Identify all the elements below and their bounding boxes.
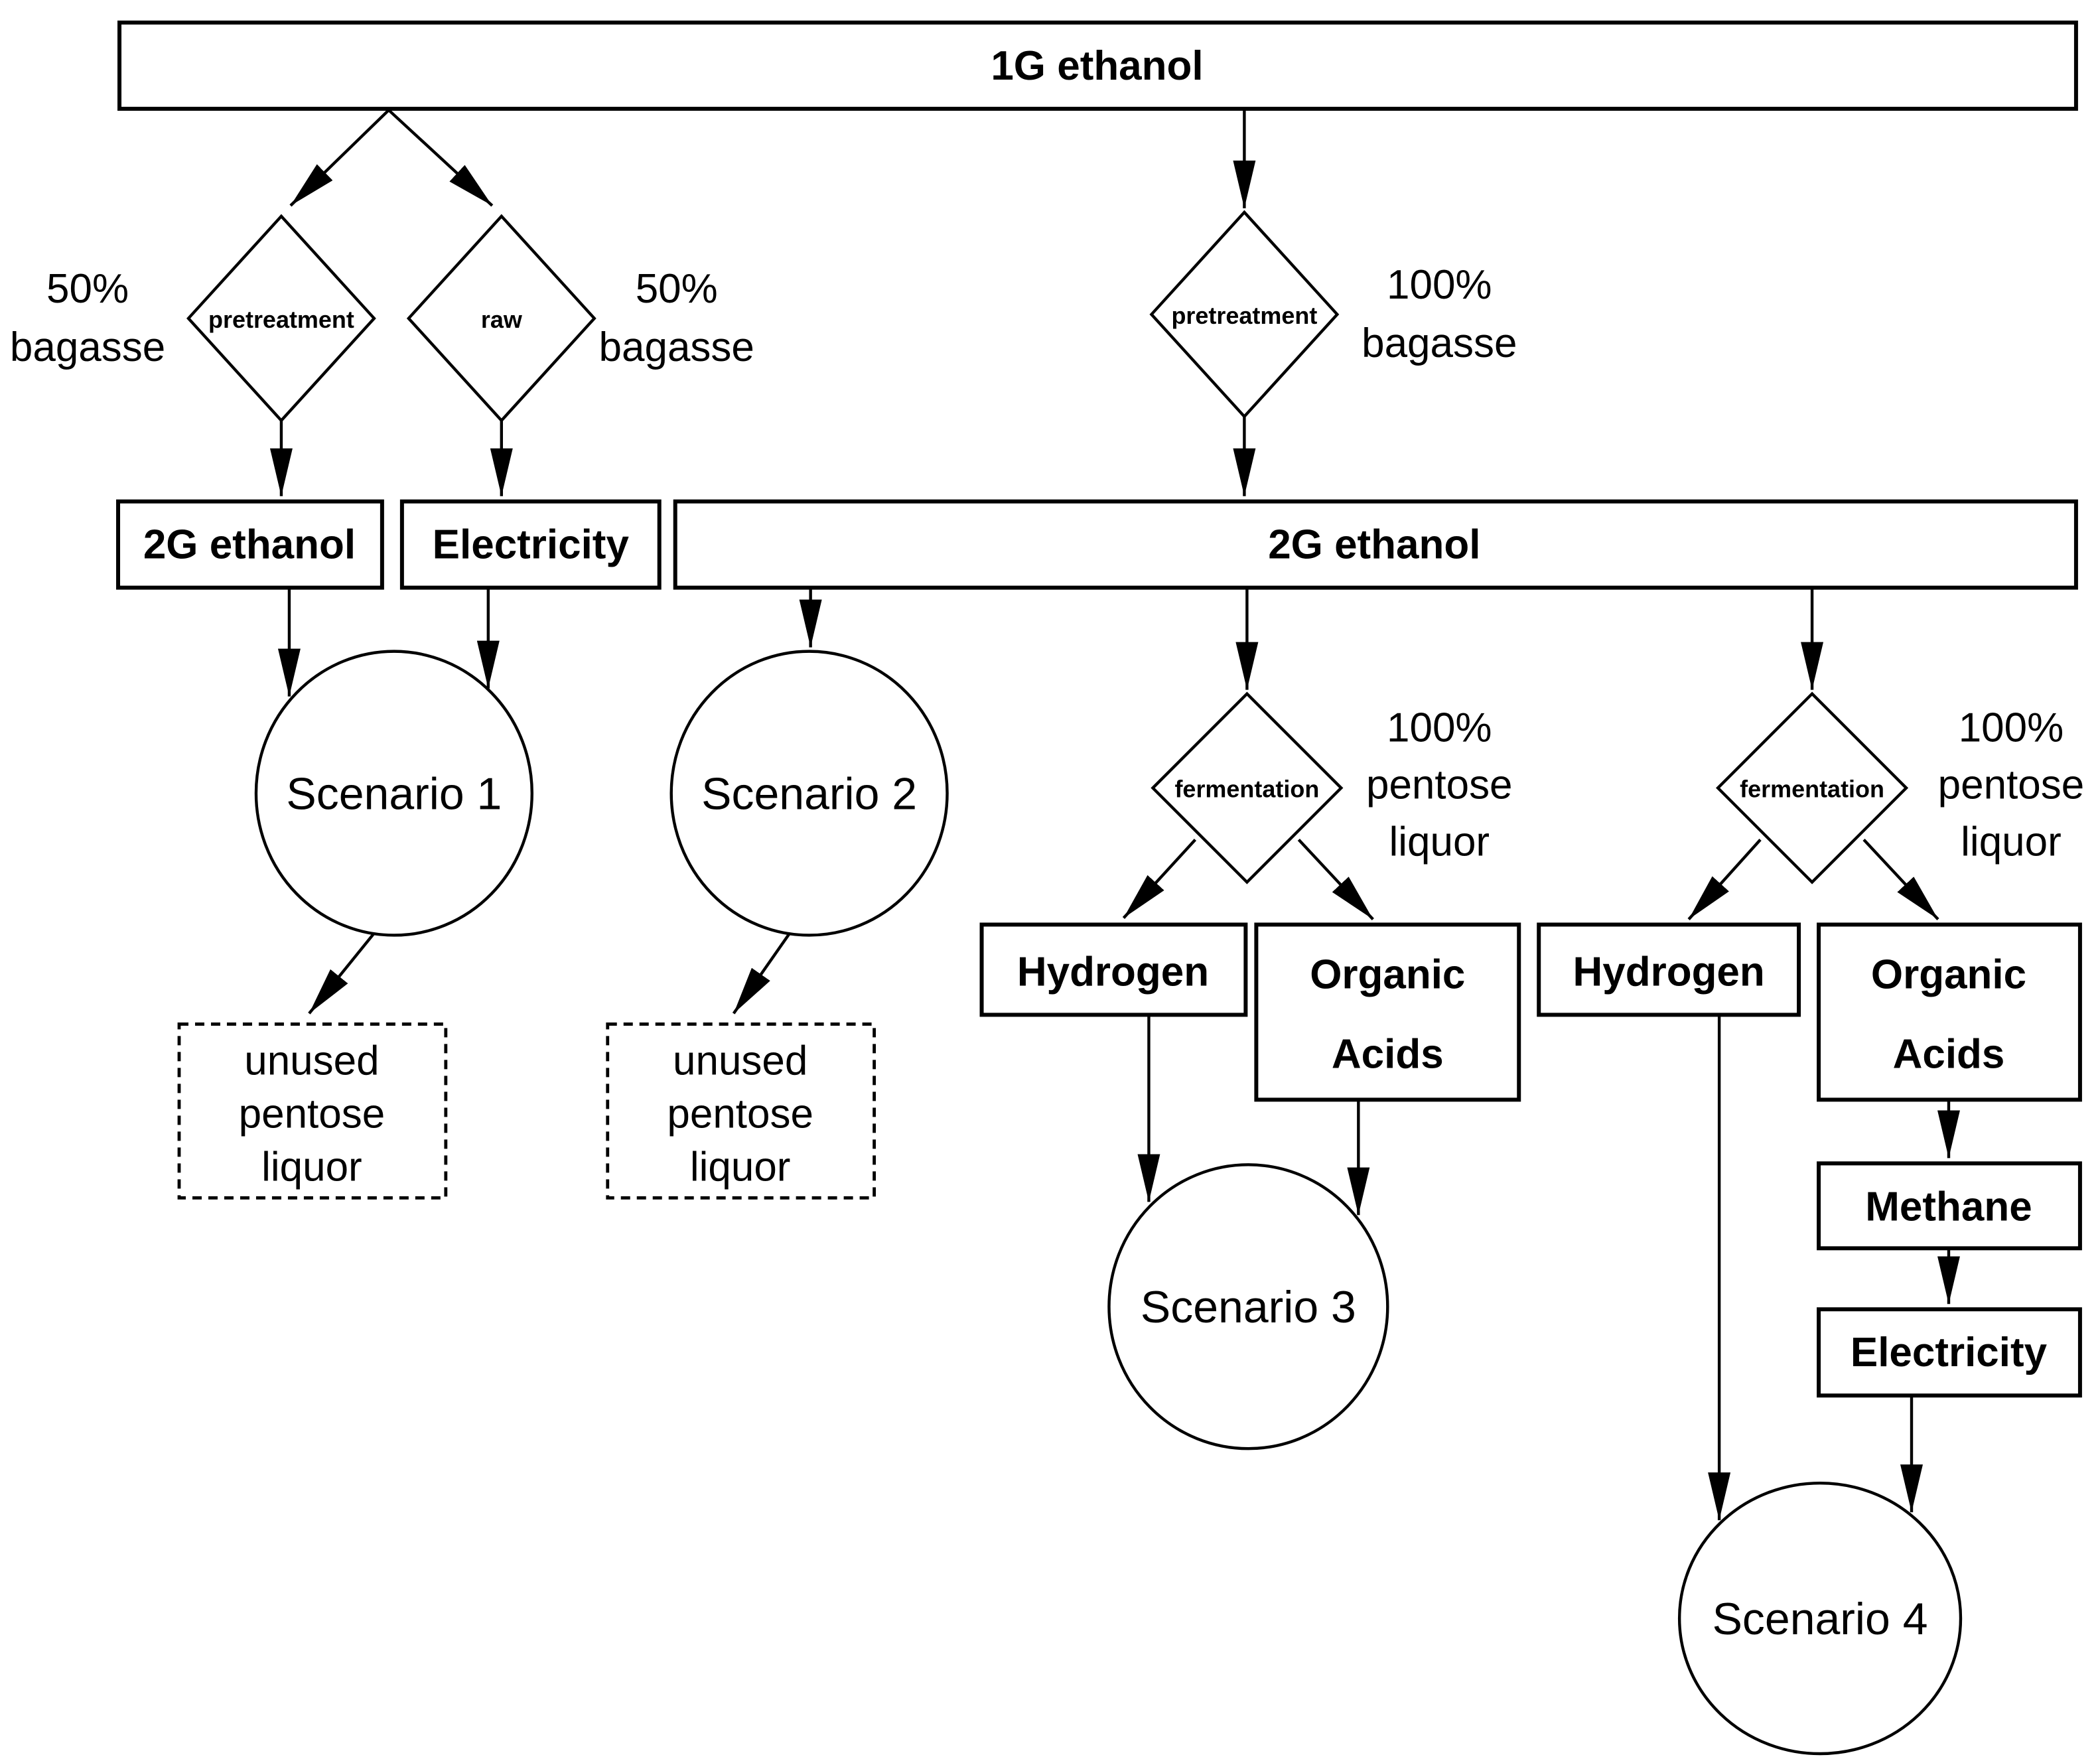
node-organic-acids-left: [1254, 922, 1521, 1102]
arrow-fermentation-to-organicacids-left: [1297, 839, 1374, 920]
node-electricity-left: [399, 499, 662, 590]
node-methane-label: Methane: [1865, 1184, 2032, 1230]
node-organic-acids-right-line2: Acids: [1893, 1031, 2005, 1077]
arrow-fermentation-to-organicacids-right: [1862, 839, 1939, 920]
arrow-fermentation-to-hydrogen-left: [1122, 839, 1197, 919]
node-electricity-right-label: Electricity: [1851, 1330, 2048, 1375]
decision-pretreatment-left: [186, 214, 376, 423]
scenario-4-circle: [1677, 1481, 1963, 1756]
label-50-bagasse-right-line1: 50%: [636, 266, 718, 312]
label-100-pentose-left-line3: liquor: [1389, 819, 1490, 865]
decision-fermentation-left-label: fermentation: [1174, 776, 1319, 803]
node-2g-ethanol-wide-label: 2G ethanol: [1268, 522, 1480, 568]
scenario-3-circle: [1107, 1163, 1389, 1450]
node-electricity-left-label: Electricity: [433, 522, 630, 568]
node-hydrogen-right: [1537, 922, 1801, 1017]
label-50-bagasse-left-line1: 50%: [46, 266, 129, 312]
scenario-1-circle: [254, 650, 533, 937]
node-hydrogen-left: [979, 922, 1248, 1017]
waste-right-line2: pentose: [667, 1091, 813, 1137]
arrow-fermentation-to-hydrogen-right: [1687, 839, 1762, 920]
arrow-scenario2-to-unused: [732, 929, 794, 1015]
waste-unused-pentose-right: [606, 1022, 876, 1200]
waste-left-line1: unused: [244, 1038, 379, 1084]
label-100-pentose-right-line3: liquor: [1961, 819, 2062, 865]
decision-pretreatment-left-label: pretreatment: [208, 306, 354, 333]
node-organic-acids-left-line1: Organic: [1310, 951, 1465, 997]
node-2g-ethanol-wide: [673, 499, 2078, 590]
node-organic-acids-left-line2: Acids: [1332, 1031, 1444, 1077]
node-organic-acids-right-line1: Organic: [1871, 951, 2026, 997]
decision-pretreatment-right: [1149, 210, 1340, 419]
arrow-scenario1-to-unused: [308, 929, 378, 1015]
label-100-pentose-right-line2: pentose: [1938, 762, 2085, 808]
waste-left-line2: pentose: [239, 1091, 385, 1137]
decision-raw: [406, 214, 596, 423]
node-methane: [1817, 1161, 2082, 1251]
label-100-pentose-right-line1: 100%: [1959, 705, 2064, 751]
waste-right-line3: liquor: [690, 1144, 791, 1190]
label-100-bagasse-line1: 100%: [1387, 262, 1492, 308]
arrow-1g-to-raw: [387, 109, 494, 207]
scenario-4-label: Scenario 4: [1713, 1594, 1928, 1644]
node-1g-ethanol-label: 1G ethanol: [991, 43, 1203, 89]
node-organic-acids-right: [1817, 922, 2082, 1102]
scenario-2-label: Scenario 2: [701, 769, 917, 819]
label-100-bagasse-line2: bagasse: [1362, 320, 1517, 366]
label-50-bagasse-left-line2: bagasse: [10, 324, 165, 370]
node-2g-ethanol-label: 2G ethanol: [143, 522, 356, 568]
node-1g-ethanol: [117, 20, 2078, 111]
scenario-3-label: Scenario 3: [1141, 1282, 1356, 1332]
arrow-1g-to-pretreatment-left: [289, 109, 390, 207]
decision-pretreatment-right-label: pretreatment: [1171, 302, 1317, 329]
scenario-2-circle: [669, 650, 949, 937]
decision-raw-label: raw: [481, 306, 523, 333]
scenario-1-label: Scenario 1: [286, 769, 502, 819]
decision-fermentation-right: [1716, 691, 1909, 884]
waste-unused-pentose-left: [177, 1022, 448, 1200]
label-100-pentose-left-line1: 100%: [1387, 705, 1492, 751]
label-100-pentose-left-line2: pentose: [1366, 762, 1513, 808]
waste-right-line1: unused: [673, 1038, 807, 1084]
decision-fermentation-left: [1151, 691, 1344, 884]
node-electricity-right: [1817, 1307, 2082, 1398]
node-hydrogen-right-label: Hydrogen: [1573, 949, 1765, 995]
label-50-bagasse-right-line2: bagasse: [599, 324, 754, 370]
node-2g-ethanol: [116, 499, 384, 590]
decision-fermentation-right-label: fermentation: [1740, 776, 1884, 803]
node-hydrogen-left-label: Hydrogen: [1017, 949, 1209, 995]
waste-left-line3: liquor: [261, 1144, 362, 1190]
